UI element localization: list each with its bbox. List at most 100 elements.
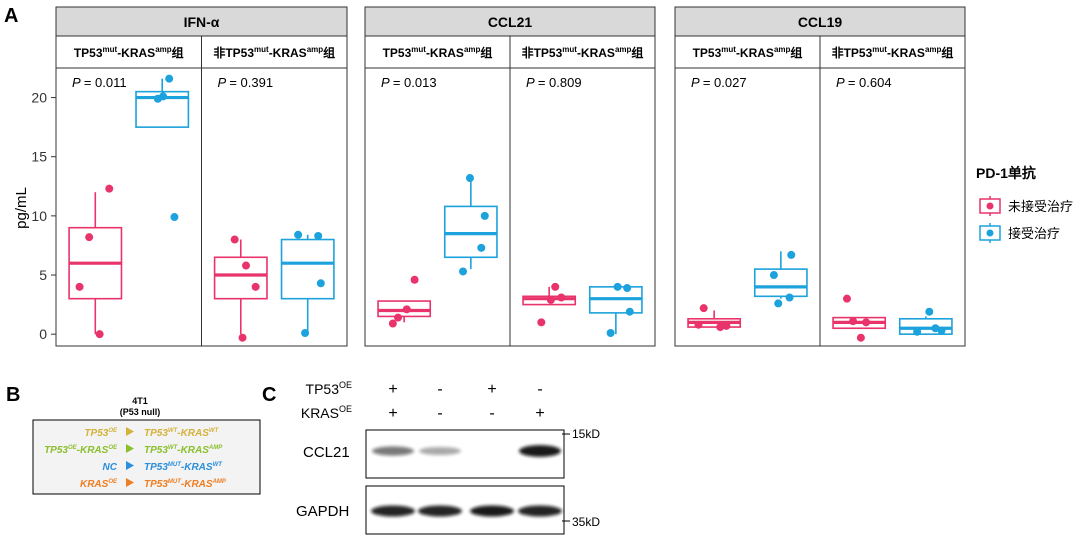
box-untreated [832, 294, 887, 342]
data-point [862, 318, 871, 327]
p-symbol: P [72, 75, 84, 90]
subgroup-panel [674, 67, 821, 347]
subgroup-title-part: 非TP53 [832, 45, 873, 60]
data-point [294, 230, 303, 239]
marker-label-15kd: 15kD [572, 427, 600, 441]
p-value-label: P = 0.027 [691, 75, 747, 90]
ccl21-band [372, 446, 414, 456]
data-point [856, 333, 865, 342]
data-point [537, 318, 546, 327]
data-point [623, 284, 632, 293]
blot-label-ccl21: CCL21 [303, 444, 350, 461]
data-point [230, 235, 239, 244]
subgroup-title-part: 组 [172, 45, 184, 60]
data-point [774, 299, 783, 308]
y-tick-label: 0 [39, 326, 47, 342]
panel-label-b: B [6, 384, 20, 406]
data-point [314, 231, 323, 240]
subgroup-strip [201, 35, 348, 69]
subgroup-title-part: -KRAS [269, 46, 307, 60]
box-iqr [213, 256, 268, 300]
construct-part: TP53 [144, 479, 168, 490]
sign-kras: + [535, 405, 544, 422]
construct-sup: WT [168, 445, 179, 451]
cell-line-note: (P53 null) [120, 407, 161, 417]
subgroup-title-sup: amp [774, 45, 791, 54]
subgroup-title-sup: amp [307, 45, 324, 54]
y-tick-label: 5 [39, 267, 47, 283]
data-point [85, 233, 94, 242]
data-point [394, 313, 403, 322]
panel-label-a: A [4, 5, 18, 27]
box-treated [898, 307, 953, 336]
construct-sup: OE [108, 479, 118, 485]
box-treated [753, 250, 808, 308]
subgroup-title-sup: amp [464, 45, 481, 54]
data-point [459, 267, 468, 276]
subgroup-title: TP53mut-KRASamp组 [74, 45, 184, 60]
subgroup-title-sup: mut [872, 45, 887, 54]
subgroup-title-sup: mut [562, 45, 577, 54]
construct-target: TP53MUT-KRASAMP [144, 479, 227, 490]
construct-part: -KRAS [181, 462, 213, 473]
p-value-label: P = 0.011 [72, 75, 127, 90]
subgroup-title-sup: amp [615, 45, 632, 54]
subgroup-title-part: 组 [941, 45, 953, 60]
subgroup-title: TP53mut-KRASamp组 [383, 45, 493, 60]
data-point [402, 305, 411, 314]
subgroup-title-part: 组 [790, 45, 802, 60]
subgroup-title: 非TP53mut-KRASamp组 [832, 45, 954, 60]
construct-sup: AMP [208, 445, 223, 451]
data-point [546, 295, 555, 304]
construct-sup: OE [108, 428, 118, 434]
legend: PD-1单抗 未接受治疗 接受治疗 [976, 165, 1073, 243]
data-point [606, 328, 615, 337]
arrow-icon [126, 427, 134, 436]
construct-part: TP53 [144, 462, 168, 473]
box-untreated [687, 304, 742, 332]
construct-part: KRAS [80, 479, 109, 490]
subgroup-title-part: 非TP53 [522, 45, 563, 60]
legend-key-untreated [979, 196, 1001, 216]
subgroup-title-part: 非TP53 [213, 45, 254, 60]
construct-sup: AMP [212, 479, 227, 485]
p-value-label: P = 0.809 [526, 75, 582, 90]
legend-label-untreated: 未接受治疗 [1008, 199, 1073, 214]
subgroup-panel [819, 67, 966, 347]
arrow-icon [126, 478, 134, 487]
subgroup-title-part: -KRAS [887, 46, 925, 60]
subgroup-title-sup: amp [155, 45, 172, 54]
ccl21-band [419, 446, 461, 456]
p-symbol: P [381, 75, 393, 90]
construct-part: TP53 [44, 445, 68, 456]
subgroup-strip [364, 35, 511, 69]
data-point [722, 321, 731, 330]
box-treated [135, 74, 190, 222]
data-point [913, 327, 922, 336]
sign-kras: - [489, 405, 494, 422]
data-point [699, 304, 708, 313]
subgroup-title-part: TP53 [383, 46, 412, 60]
facet-strip [674, 6, 966, 37]
facet-title: CCL19 [798, 14, 843, 30]
sign-tp53: + [388, 381, 397, 398]
legend-key-treated [979, 223, 1001, 243]
data-point [769, 271, 778, 280]
arrow-icon [126, 444, 134, 453]
cell-line-label: 4T1 [132, 396, 148, 406]
data-point [251, 282, 260, 291]
data-point [716, 323, 725, 332]
construct-part: TP53 [144, 445, 168, 456]
ccl21-band [519, 445, 561, 457]
data-point [477, 243, 486, 252]
construct-sup: MUT [168, 479, 182, 485]
arrow-icon [126, 461, 134, 470]
data-point [75, 282, 84, 291]
data-point [849, 317, 858, 326]
gapdh-band [518, 505, 562, 517]
box-treated [280, 230, 335, 337]
